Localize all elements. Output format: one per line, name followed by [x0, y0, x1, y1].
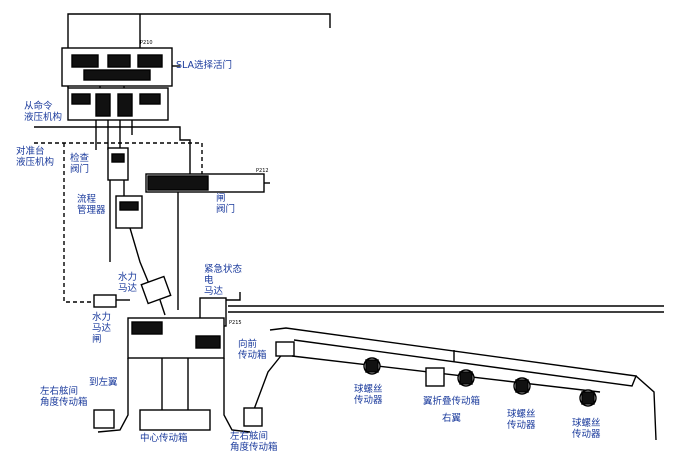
- center-gearbox-label: 中心传动箱: [140, 433, 188, 444]
- right-asymmetry-gearbox-label: 左右舷间 角度传动箱: [230, 431, 278, 453]
- left-asymmetry-gearbox: [93, 409, 115, 429]
- right-wing-label: 右翼: [442, 413, 462, 424]
- ballscrew-actuator-3-label: 球螺丝 传动器: [572, 418, 601, 440]
- ballscrew-actuator-3: [579, 389, 597, 407]
- inboard-gearbox-label: 向前 传动箱: [238, 339, 267, 361]
- hydraulic-motor: [140, 275, 172, 305]
- p212-tag: P212: [256, 168, 269, 174]
- wing-fold-gearbox-shape: [425, 367, 475, 387]
- p215-tag: P215: [229, 320, 242, 326]
- check-valve-label: 检查 阀门: [70, 153, 90, 175]
- wing-leading-edge: [269, 327, 637, 387]
- p210-tag: P210: [140, 40, 153, 46]
- left-asymmetry-gearbox-label: 左右舷间 角度传动箱: [40, 386, 88, 408]
- ballscrew-actuator-2-label: 球螺丝 传动器: [507, 409, 536, 431]
- emergency-motor-label: 紧急状态 电 马达: [204, 264, 243, 297]
- sla-selector-valve-label: SLA选择活门: [176, 60, 233, 71]
- to-left-wing-label: 到左翼: [89, 377, 118, 388]
- hydraulic-motor-brake-label: 水力 马达 闸: [92, 312, 112, 345]
- wing-fold-gearbox-label: 翼折叠传动箱: [423, 396, 481, 407]
- to-coordination-hydraulics-label: 对准台 液压机构: [16, 146, 55, 168]
- inboard-gearbox: [275, 341, 295, 357]
- flow-regulator-label: 流程 管理器: [77, 194, 106, 216]
- ballscrew-actuator-2: [513, 377, 531, 395]
- check-valve: [107, 147, 129, 181]
- shutoff-valve-label: 闸 阀门: [216, 193, 236, 215]
- flow-regulator: [115, 195, 143, 229]
- ballscrew-actuator-1: [363, 357, 381, 375]
- right-asymmetry-gearbox: [243, 407, 263, 427]
- ballscrew-actuator-1-label: 球螺丝 传动器: [354, 384, 383, 406]
- hydraulic-motor-label: 水力 马达: [118, 272, 138, 294]
- hydraulic-brake: [93, 294, 117, 308]
- from-command-hydraulics-label: 从命令 液压机构: [24, 101, 63, 123]
